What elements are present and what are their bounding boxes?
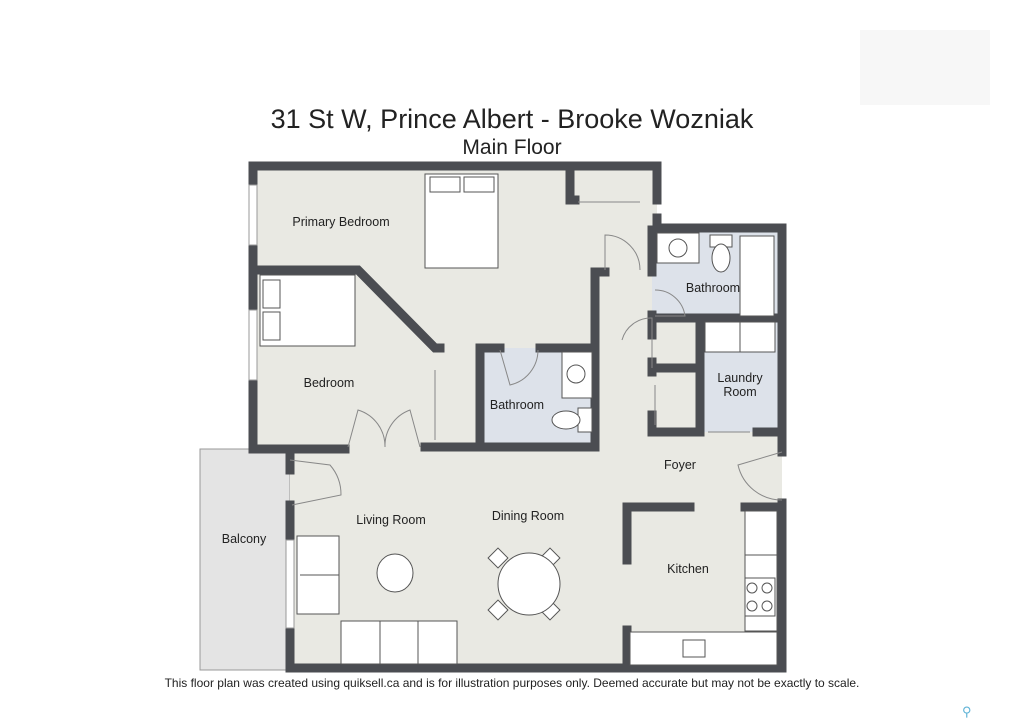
room-label-kitchen: Kitchen [667, 562, 709, 576]
plan-title: 31 St W, Prince Albert - Brooke Wozniak [270, 104, 754, 134]
room-label-living-room: Living Room [356, 513, 425, 527]
sofa [340, 620, 458, 665]
room-label-bathroom-main: Bathroom [686, 281, 740, 295]
location-pin-icon: ⚲ [962, 704, 972, 719]
room-label-balcony: Balcony [222, 532, 267, 546]
floor-label: Main Floor [462, 136, 562, 159]
walls [248, 161, 787, 673]
kitchen-sink [682, 639, 706, 658]
room-label-laundry: Laundry [717, 371, 763, 385]
bathtub [739, 235, 775, 317]
doors [289, 201, 783, 506]
disclaimer: This floor plan was created using quikse… [164, 676, 860, 690]
room-label-foyer: Foyer [664, 458, 696, 472]
room-label-primary-bedroom: Primary Bedroom [292, 215, 389, 229]
windows [248, 184, 295, 629]
room-label-laundry-2: Room [723, 385, 756, 399]
dining-table [497, 552, 561, 616]
room-label-bedroom: Bedroom [304, 376, 355, 390]
room-label-bathroom-ensuite: Bathroom [490, 398, 544, 412]
balcony-area [199, 448, 291, 671]
watermark [860, 30, 990, 105]
furniture [259, 173, 778, 666]
room-label-dining-room: Dining Room [492, 509, 564, 523]
coffee-table [376, 553, 414, 593]
